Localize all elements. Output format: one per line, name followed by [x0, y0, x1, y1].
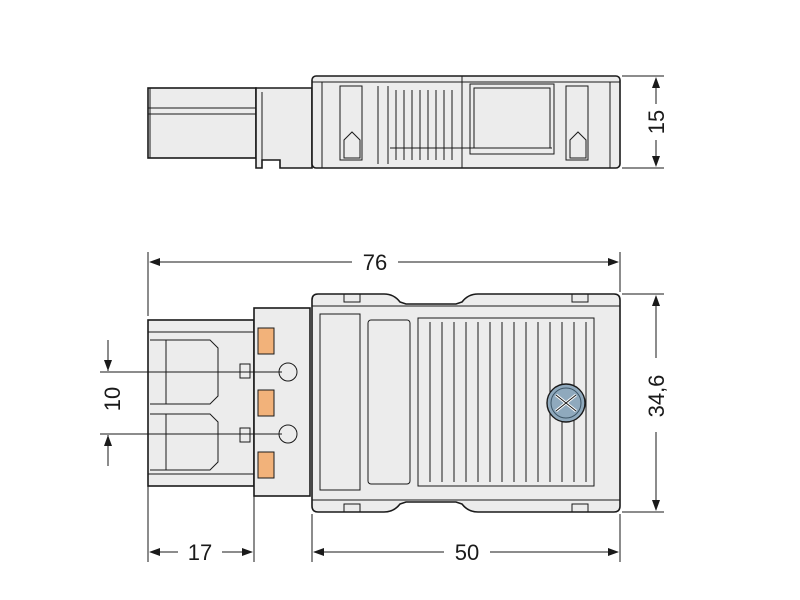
dim-label-10: 10 [100, 387, 125, 411]
dim-label-15: 15 [644, 110, 669, 134]
contact-3 [257, 451, 275, 479]
dim-label-17: 17 [188, 540, 212, 565]
side-collar [255, 87, 313, 169]
label-window [367, 319, 411, 485]
dimension-pitch: 10 [100, 340, 282, 466]
side-housing [311, 75, 621, 169]
dimension-overall-length: 76 [147, 250, 621, 316]
screw-icon [546, 383, 586, 423]
contact-1 [257, 327, 275, 355]
dimension-side-height: 15 [622, 75, 669, 169]
dimension-housing-length: 50 [311, 514, 621, 565]
contact-2 [257, 389, 275, 417]
side-view [147, 75, 621, 169]
dim-label-76: 76 [363, 250, 387, 275]
dim-label-34-6: 34,6 [644, 375, 669, 418]
dim-label-50: 50 [455, 540, 479, 565]
side-plug-body [147, 87, 257, 159]
top-plug-body [147, 319, 255, 487]
dimension-plug-length: 17 [147, 486, 255, 565]
top-view [147, 293, 621, 513]
dimension-width: 34,6 [622, 293, 669, 513]
